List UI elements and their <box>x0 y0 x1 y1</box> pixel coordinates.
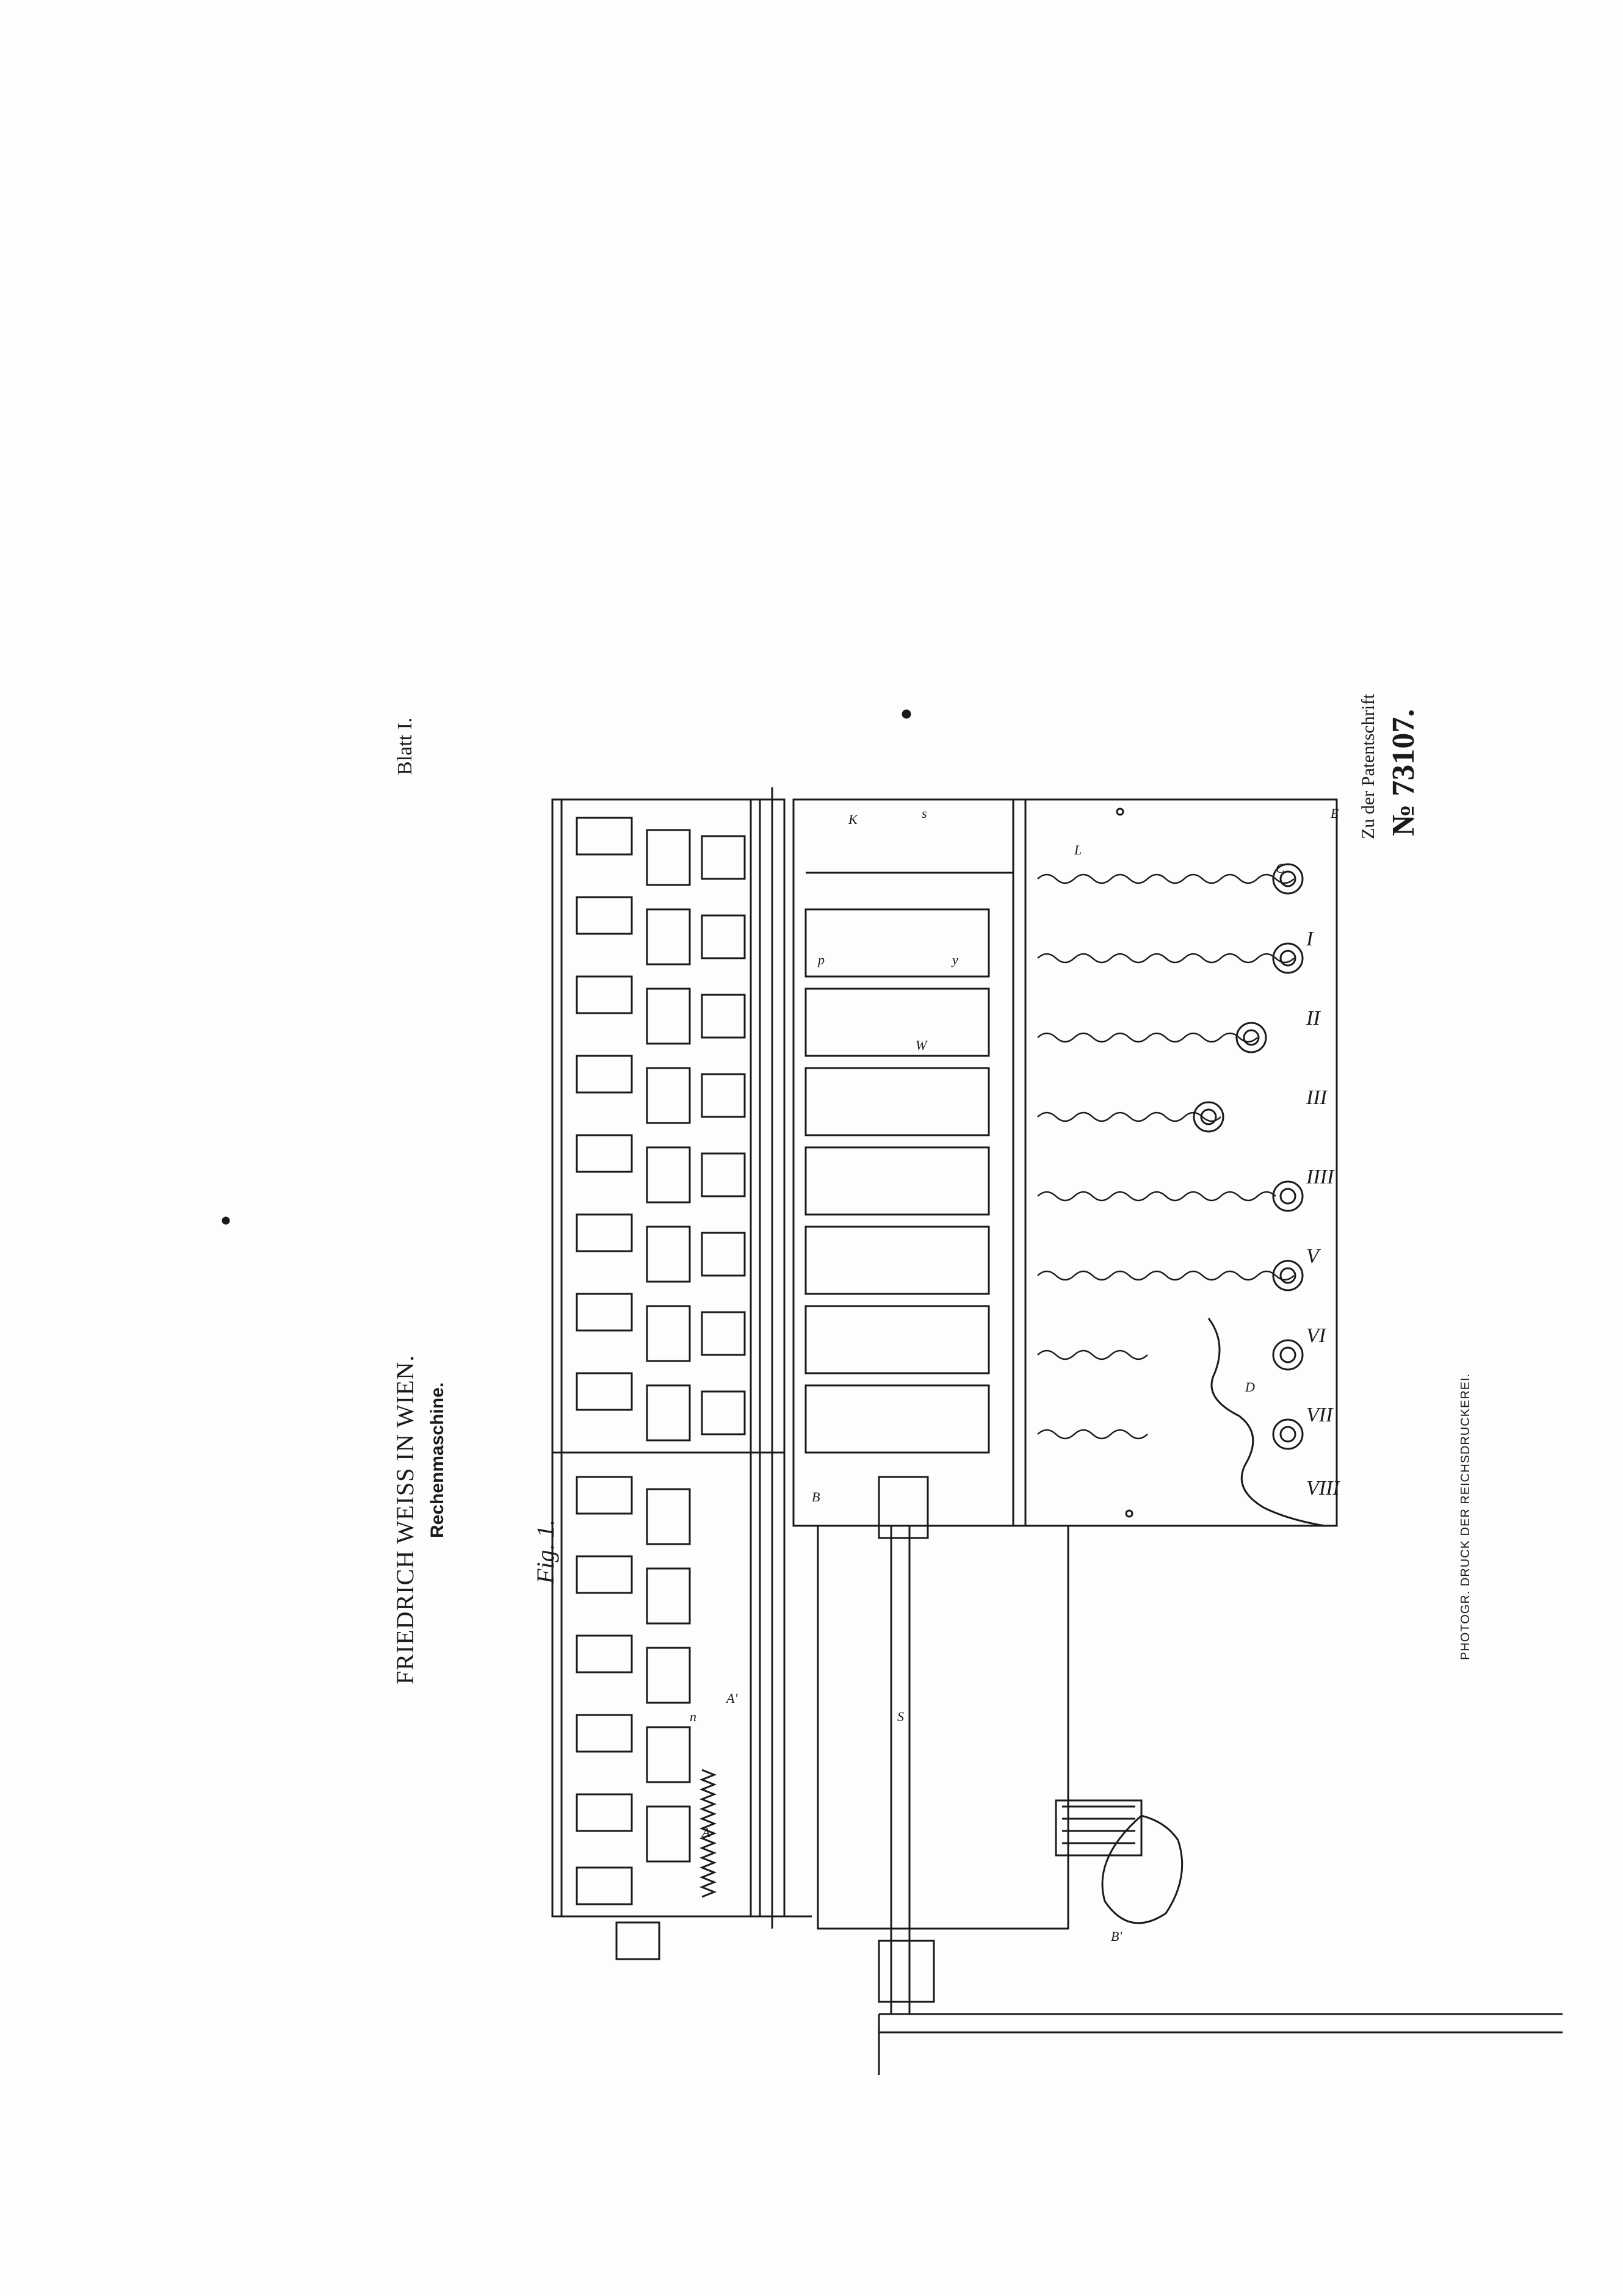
numeral-6: VI <box>1306 1324 1326 1347</box>
slotted-racks <box>1037 873 1295 1440</box>
author-heading: FRIEDRICH WEISS IN WIEN. <box>391 1354 419 1684</box>
numeral-5: V <box>1306 1245 1319 1268</box>
callout-B: B <box>812 1489 820 1504</box>
gear-row-inner <box>701 835 746 1435</box>
callout-y: y <box>952 952 958 967</box>
lever-blocks <box>804 908 990 1454</box>
numeral-4: IIII <box>1306 1166 1334 1188</box>
setting-knobs <box>1193 863 1304 1450</box>
coil-spring <box>699 1769 717 1898</box>
callout-p: p <box>818 952 825 967</box>
patent-reference: Zu der Patentschrift <box>1358 693 1378 839</box>
callout-A: A <box>702 1825 710 1840</box>
sheet-number: Blatt I. <box>394 717 416 775</box>
printer-imprint: PHOTOGR. DRUCK DER REICHSDRUCKEREI. <box>1459 1373 1472 1660</box>
machine-title: Rechenmaschine. <box>427 1382 447 1538</box>
numeral-1: I <box>1306 928 1314 950</box>
callout-S: S <box>897 1709 904 1724</box>
gear-row-upper <box>576 817 633 1905</box>
figure-label: Fig. 1. <box>532 1519 559 1584</box>
callout-W: W <box>916 1038 927 1053</box>
numeral-3: III <box>1306 1086 1327 1109</box>
crank-knob <box>615 1921 660 1960</box>
handle-bulb <box>1055 1799 1184 1924</box>
callout-D: D <box>1245 1379 1255 1395</box>
lower-housing <box>817 1525 1069 1930</box>
numeral-7: VII <box>1306 1404 1333 1426</box>
callout-n: n <box>690 1709 696 1724</box>
machine-frame <box>551 798 786 1918</box>
patent-number: № 73107. <box>1386 709 1421 836</box>
callout-B-prime: B' <box>1111 1929 1122 1944</box>
callout-L: L <box>1074 842 1082 857</box>
gear-row-middle <box>646 829 691 1863</box>
numeral-8: VIII <box>1306 1477 1340 1500</box>
callout-C: C <box>1276 861 1285 876</box>
callout-E: E <box>1331 806 1339 821</box>
callout-A-prime: A' <box>726 1691 738 1706</box>
numeral-2: II <box>1306 1007 1320 1030</box>
dial-panel <box>1012 798 1338 1527</box>
cutaway-edge <box>1207 1318 1325 1527</box>
callout-s: s <box>922 806 927 821</box>
callout-K: K <box>848 812 858 827</box>
